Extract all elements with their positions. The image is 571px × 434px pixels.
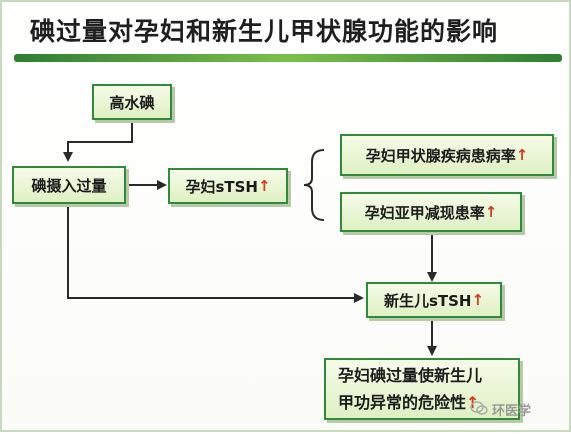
up-arrow-icon: ↑ [466,393,480,412]
node-hypothyroid: 孕妇亚甲减现患率↑ [340,192,522,232]
node-high-iodine: 高水碘 [92,84,172,120]
title-rule [14,54,562,62]
up-arrow-icon: ↑ [471,291,485,309]
slide-title: 碘过量对孕妇和新生儿甲状腺功能的影响 [30,17,499,46]
up-arrow-icon: ↑ [257,177,271,195]
connector-excess-to-newborn [67,205,364,303]
wechat-icon [470,401,488,415]
node-newborn-risk: 孕妇碘过量使新生儿 甲功异常的危险性↑ [324,358,520,420]
brace [303,149,325,221]
connector-high-to-excess [63,120,133,162]
node-thyroid-disease: 孕妇甲状腺疾病患病率↑ [340,134,554,176]
up-arrow-icon: ↑ [484,203,498,221]
up-arrow-icon: ↑ [515,146,529,164]
watermark: 环医学 [492,404,532,419]
node-maternal-tsh: 孕妇sTSH↑ [168,168,288,204]
node-excess-intake: 碘摄入过量 [12,166,126,204]
node-newborn-tsh: 新生儿sTSH↑ [366,282,502,318]
